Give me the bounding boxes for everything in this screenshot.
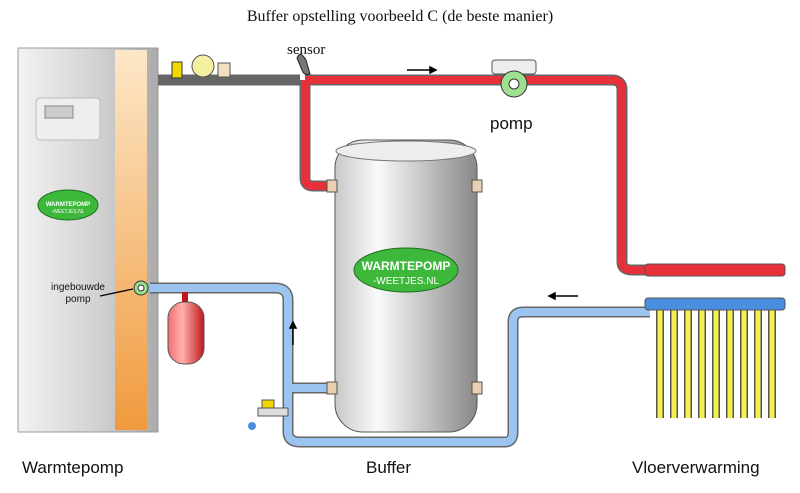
- floor-heating-manifold: [644, 263, 786, 418]
- svg-text:WARMTEPOMP: WARMTEPOMP: [46, 202, 90, 208]
- flow-arrows: [288, 65, 578, 345]
- heat-pump-label: Warmtepomp: [22, 458, 124, 477]
- svg-text:WARMTEPOMP: WARMTEPOMP: [362, 259, 451, 273]
- expansion-vessel: [167, 292, 205, 365]
- air-vent: [171, 61, 183, 79]
- builtin-pump: [133, 280, 149, 296]
- circulation-pump: [491, 59, 537, 98]
- pressure-gauge: [191, 54, 215, 78]
- sensor-label: sensor: [287, 42, 326, 58]
- safety-valve: [217, 62, 231, 78]
- thermostat-display: [35, 97, 101, 141]
- page-title: Buffer opstelling voorbeeld C (de beste …: [246, 8, 554, 25]
- logo: [37, 189, 99, 221]
- pump-label: pomp: [490, 114, 533, 133]
- buffer-tank: WARMTEPOMP -WEETJES.NL: [326, 139, 483, 433]
- heat-pump-unit: WARMTEPOMP -WEETJES.NL: [17, 47, 159, 433]
- svg-text:-WEETJES.NL: -WEETJES.NL: [373, 276, 440, 287]
- sensor-icon: [296, 54, 311, 75]
- floor-heating-label: Vloerverwarming: [632, 458, 760, 477]
- pointer-arrow: [99, 288, 134, 297]
- supply-pipe: [158, 74, 650, 276]
- builtin-pump-label: ingebouwde pomp: [51, 282, 105, 305]
- svg-text:-WEETJES.NL: -WEETJES.NL: [51, 209, 84, 215]
- drain-tap: [248, 399, 289, 430]
- buffer-label: Buffer: [366, 458, 412, 477]
